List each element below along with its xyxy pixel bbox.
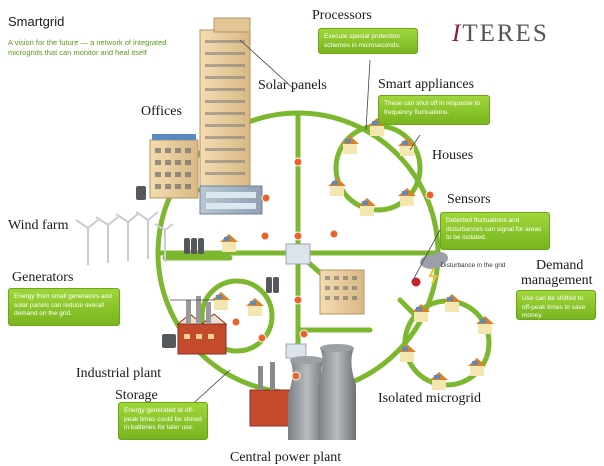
label-houses: Houses <box>432 148 474 163</box>
industrial-plant-building <box>176 296 228 355</box>
label-demand-line2: management <box>521 273 593 288</box>
label-isolated-microgrid: Isolated microgrid <box>378 391 482 406</box>
diagram-subtitle: A vision for the future — a network of i… <box>8 38 167 57</box>
diagram-title: Smartgrid <box>8 14 65 29</box>
transformer-units <box>136 186 279 348</box>
label-disturbance: Disturbance in the grid <box>440 262 506 269</box>
label-generators: Generators <box>12 270 74 285</box>
callout-sensors: Detected fluctuations and disturbances c… <box>440 212 550 250</box>
apartment-block <box>319 269 365 315</box>
iteres-logo-text: TERES <box>462 20 549 47</box>
label-offices: Offices <box>141 104 182 119</box>
label-sensors: Sensors <box>447 192 491 207</box>
sensor-nodes <box>231 157 435 381</box>
label-industrial-plant: Industrial plant <box>76 366 162 381</box>
label-smart-appliances: Smart appliances <box>378 77 475 92</box>
callout-generators: Energy from small generators and solar p… <box>8 288 120 326</box>
tower-building <box>199 17 263 215</box>
wind-farm-turbines <box>75 211 174 265</box>
house-clusters <box>212 118 494 390</box>
callout-processors: Execute special protection schemes in mi… <box>318 28 418 54</box>
label-wind-farm: Wind farm <box>8 218 69 233</box>
offices-building <box>149 134 199 199</box>
label-central-power-plant: Central power plant <box>230 450 342 465</box>
label-storage: Storage <box>115 388 158 403</box>
callout-leader-lines <box>170 39 441 421</box>
label-demand-line1: Demand <box>536 258 584 273</box>
disturbance-cloud-icon <box>420 252 448 285</box>
callout-demand-management: Use can be shifted to off-peak times to … <box>516 290 596 320</box>
central-power-plant-building <box>249 344 356 440</box>
label-processors: Processors <box>312 8 372 23</box>
iteres-logo-mark: I <box>452 20 463 47</box>
callout-storage: Energy generated at off-peak times could… <box>118 402 208 440</box>
substation-platform <box>285 243 311 265</box>
industrial-microgrid-ring <box>199 278 275 354</box>
label-solar-panels: Solar panels <box>258 78 327 93</box>
iteres-logo: ITERES <box>452 20 549 48</box>
callout-smart-appliances: These can shut off in response to freque… <box>378 95 490 125</box>
